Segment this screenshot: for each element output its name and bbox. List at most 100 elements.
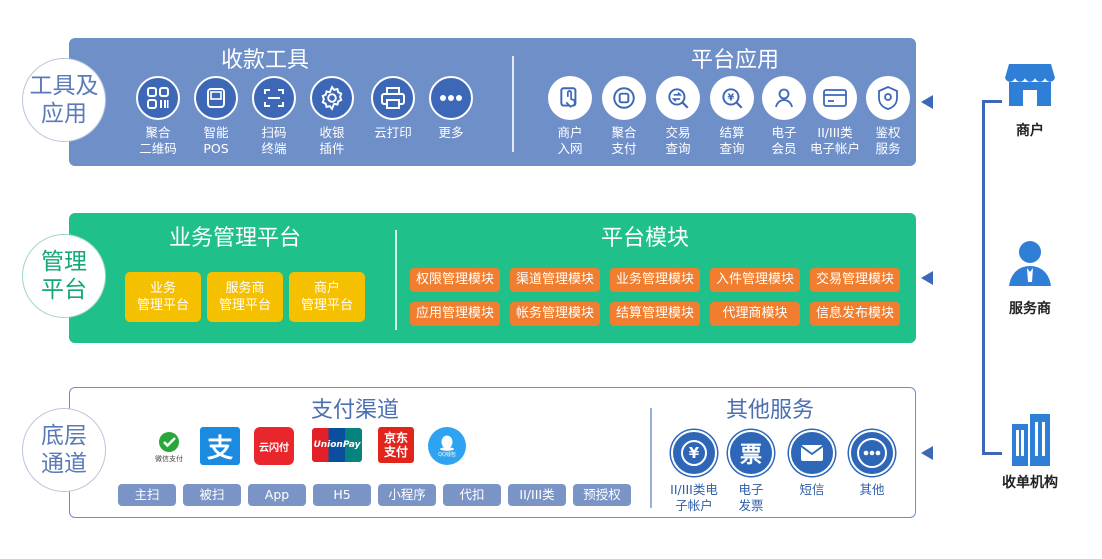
building-icon xyxy=(990,410,1070,470)
merchant-mgmt-platform[interactable]: 商户 管理平台 xyxy=(289,272,365,322)
channel-chip[interactable]: II/III类 xyxy=(508,484,566,506)
service-person-icon xyxy=(990,238,1070,292)
module-button[interactable]: 帐务管理模块 xyxy=(510,302,600,326)
app-aggregate-pay[interactable]: 聚合 支付 xyxy=(594,76,654,157)
unionpay-logo: UnionPay xyxy=(312,428,362,462)
invoice-glyph: 票 xyxy=(739,443,762,468)
more-dots-icon xyxy=(849,430,895,476)
service-e-account[interactable]: ¥ II/III类电 子帐户 xyxy=(664,430,724,514)
service-e-invoice[interactable]: 票 电子 发票 xyxy=(721,430,781,514)
app-auth-service[interactable]: 鉴权 服务 xyxy=(858,76,918,157)
tool-more[interactable]: 更多 xyxy=(421,76,481,141)
actor-connector-tick xyxy=(982,452,1002,455)
shop-icon xyxy=(990,60,1070,114)
management-layer-label: 管理 平台 xyxy=(22,234,106,318)
channel-chip[interactable]: H5 xyxy=(313,484,371,506)
service-label: 电子 发票 xyxy=(738,482,764,513)
channel-chip[interactable]: 代扣 xyxy=(443,484,501,506)
user-icon xyxy=(762,76,806,120)
tool-scan-terminal[interactable]: 扫码 终端 xyxy=(244,76,304,157)
provider-mgmt-platform[interactable]: 服务商 管理平台 xyxy=(207,272,283,322)
tool-label: 智能 POS xyxy=(203,125,229,156)
tool-smart-pos[interactable]: 智能 POS xyxy=(186,76,246,157)
arrow-left-icon xyxy=(921,95,933,109)
channel-chip[interactable]: 预授权 xyxy=(573,484,631,506)
alipay-logo: 支 xyxy=(200,427,240,465)
cloud-quickpass-logo: 云闪付 xyxy=(254,427,294,465)
service-label: 其他 xyxy=(859,482,885,497)
app-label: 结算 查询 xyxy=(719,125,745,156)
service-label: II/III类电 子帐户 xyxy=(670,482,718,513)
svg-text:¥: ¥ xyxy=(728,93,735,104)
envelope-icon xyxy=(789,430,835,476)
gear-icon xyxy=(310,76,354,120)
channel-chip[interactable]: 小程序 xyxy=(378,484,436,506)
other-services-title: 其他服务 xyxy=(725,398,814,423)
card-account-icon xyxy=(813,76,857,120)
app-merchant-onboarding[interactable]: 商户 入网 xyxy=(540,76,600,157)
tool-cloud-print[interactable]: 云打印 xyxy=(363,76,423,141)
actor-label: 商户 xyxy=(1016,123,1044,139)
actor-merchant: 商户 xyxy=(990,60,1070,140)
app-label: 鉴权 服务 xyxy=(875,125,901,156)
business-mgmt-platform[interactable]: 业务 管理平台 xyxy=(125,272,201,322)
base-divider xyxy=(650,408,652,508)
module-button[interactable]: 权限管理模块 xyxy=(410,268,500,292)
wechat-pay-text: 微信支付 xyxy=(155,454,183,463)
app-transaction-query[interactable]: 交易 查询 xyxy=(648,76,708,157)
scan-frame-icon xyxy=(252,76,296,120)
actor-acquirer: 收单机构 xyxy=(990,410,1070,492)
tool-label: 聚合 二维码 xyxy=(139,125,177,156)
printer-icon xyxy=(371,76,415,120)
qr-grid-icon xyxy=(136,76,180,120)
module-button[interactable]: 结算管理模块 xyxy=(610,302,700,326)
payment-channel-title: 支付渠道 xyxy=(310,398,399,423)
channel-chip[interactable]: 主扫 xyxy=(118,484,176,506)
actor-service-provider: 服务商 xyxy=(990,238,1070,318)
app-label: 商户 入网 xyxy=(557,125,583,156)
invoice-icon: 票 xyxy=(728,430,774,476)
more-dots-icon xyxy=(429,76,473,120)
app-label: II/III类 电子帐户 xyxy=(809,125,860,156)
app-e-account[interactable]: II/III类 电子帐户 xyxy=(805,76,865,157)
tool-label: 更多 xyxy=(438,125,464,140)
hand-tap-icon xyxy=(548,76,592,120)
module-button[interactable]: 业务管理模块 xyxy=(610,268,700,292)
platform-modules-title: 平台模块 xyxy=(600,226,689,251)
arrow-left-icon xyxy=(921,446,933,460)
module-button[interactable]: 渠道管理模块 xyxy=(510,268,600,292)
app-e-member[interactable]: 电子 会员 xyxy=(754,76,814,157)
mgmt-divider xyxy=(395,230,397,330)
collection-tools-title: 收款工具 xyxy=(220,48,309,73)
tool-cashier-plugin[interactable]: 收银 插件 xyxy=(302,76,362,157)
actor-label: 收单机构 xyxy=(1002,475,1058,491)
jd-pay-logo: 京东 支付 xyxy=(378,427,414,463)
search-exchange-icon xyxy=(656,76,700,120)
service-sms[interactable]: 短信 xyxy=(782,430,842,498)
module-button[interactable]: 应用管理模块 xyxy=(410,302,500,326)
business-platform-title: 业务管理平台 xyxy=(168,226,301,251)
module-button[interactable]: 入件管理模块 xyxy=(710,268,800,292)
channel-chip[interactable]: 被扫 xyxy=(183,484,241,506)
module-button[interactable]: 交易管理模块 xyxy=(810,268,900,292)
tool-aggregate-qr[interactable]: 聚合 二维码 xyxy=(128,76,188,157)
app-label: 聚合 支付 xyxy=(611,125,637,156)
tool-label: 收银 插件 xyxy=(319,125,345,156)
search-yen-icon: ¥ xyxy=(710,76,754,120)
platform-apps-title: 平台应用 xyxy=(690,48,779,73)
service-other[interactable]: 其他 xyxy=(842,430,902,498)
app-settlement-query[interactable]: ¥ 结算 查询 xyxy=(702,76,762,157)
module-button[interactable]: 代理商模块 xyxy=(710,302,800,326)
actor-connector-tick xyxy=(982,100,1002,103)
qq-wallet-text: QQ钱包 xyxy=(438,451,456,458)
shield-icon xyxy=(866,76,910,120)
app-label: 电子 会员 xyxy=(771,125,797,156)
app-label: 交易 查询 xyxy=(665,125,691,156)
module-button[interactable]: 信息发布模块 xyxy=(810,302,900,326)
tools-layer-label: 工具及 应用 xyxy=(22,58,106,142)
tool-label: 扫码 终端 xyxy=(261,125,287,156)
arrow-left-icon xyxy=(921,271,933,285)
base-layer-label: 底层 通道 xyxy=(22,408,106,492)
actor-label: 服务商 xyxy=(1009,301,1051,317)
channel-chip[interactable]: App xyxy=(248,484,306,506)
